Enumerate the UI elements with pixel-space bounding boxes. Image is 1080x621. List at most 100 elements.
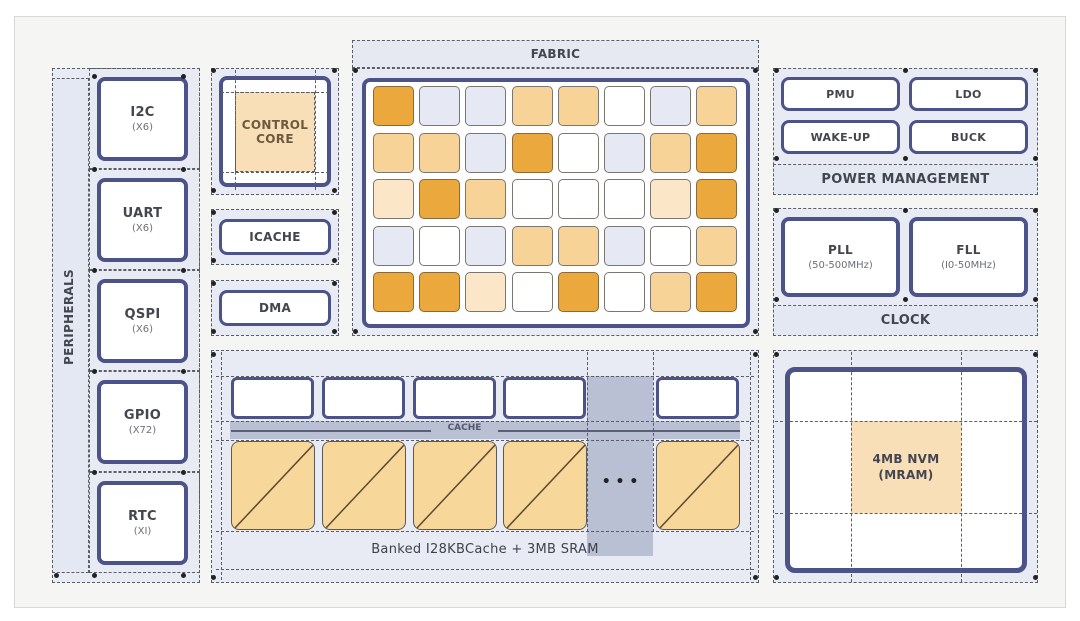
fabric-cell [604,225,645,266]
corner-dot [332,210,337,215]
clock-block-name: FLL [956,243,981,257]
corner-dot [181,573,186,578]
guide-line [221,352,222,580]
clock-block-pll: PLL(50-500MHz) [781,217,900,297]
power-block-label: LDO [955,87,982,101]
corner-dot [92,74,97,79]
fabric-cell [696,86,738,126]
power-block-pmu: PMU [781,77,900,111]
fabric-cell [511,272,553,312]
fabric-cell [465,179,507,219]
corner-dot [332,188,337,193]
peripheral-count: (XI) [133,526,152,537]
fabric-cell [696,132,738,173]
corner-dot [54,573,59,578]
bank-diagonal-icon [658,443,739,529]
guide-line [315,70,316,190]
control-core-label-2: CORE [256,132,294,146]
peripheral-cell-frame [89,371,200,472]
guide-line [221,172,329,173]
corner-dot [774,575,779,580]
peripheral-block-uart: UART(X6) [97,178,188,262]
fabric-cell [557,179,599,219]
cache-bus-line-left [231,430,431,432]
cache-bus-line-right [498,430,740,432]
corner-dot [211,329,216,334]
guide-line [750,352,751,580]
guide-line [587,352,588,532]
peripheral-name: GPIO [123,408,162,423]
nvm-label-1: 4MB NVM [872,452,940,466]
fabric-cell [511,179,553,219]
fabric-cell [511,86,553,126]
corner-dot [181,74,186,79]
peripheral-block-qspi: QSPI(X6) [97,279,188,363]
peripheral-cell-frame [89,472,200,573]
peripherals-title: PERIPHERALS [62,269,76,365]
clock-block-name: PLL [828,243,853,257]
corner-dot [211,210,216,215]
corner-dot [92,268,97,273]
fabric-cell [604,179,645,219]
corner-dot [753,68,758,73]
power-block-ldo: LDO [909,77,1028,111]
corner-dot [1033,575,1038,580]
corner-dot [774,352,779,357]
nvm-label-2: (MRAM) [878,468,934,482]
cache-block [322,377,405,419]
fabric-cell [696,179,738,219]
corner-dot [753,352,758,357]
corner-dot [903,156,908,161]
fabric-cell [696,272,738,312]
guide-line [216,421,754,422]
dma-label: DMA [258,301,292,315]
power-block-label: PMU [826,87,855,101]
fabric-cell [557,225,599,266]
fabric-cell [604,132,645,173]
peripheral-cell-frame [89,169,200,270]
fabric-cell [604,272,645,312]
fabric-cell [465,272,507,312]
corner-dot [753,329,758,334]
fabric-cell [373,86,414,126]
peripheral-count: (X6) [131,223,153,234]
guide-line [775,513,1037,514]
cache-label: CACHE [447,423,482,433]
fabric-cell [650,272,692,312]
corner-dot [181,470,186,475]
sram-bank [503,441,587,530]
sram-bank [231,441,315,530]
control-core-die: CONTROL CORE [235,92,315,172]
clock-block-fll: FLL(I0-50MHz) [909,217,1028,297]
bank-diagonal-icon [415,443,496,529]
guide-line [216,531,754,532]
sram-bank [656,441,740,530]
nvm-die: 4MB NVM (MRAM) [851,421,961,513]
corner-dot [211,575,216,580]
peripheral-block-i2c: I2C(X6) [97,77,188,161]
fabric-cell [419,86,461,126]
corner-dot [1033,297,1038,302]
corner-dot [903,297,908,302]
guide-line [216,440,754,441]
corner-dot [353,329,358,334]
corner-dot [332,281,337,286]
peripheral-name: I2C [130,105,155,120]
corner-dot [92,167,97,172]
memory-caption-strip: Banked I28KBCache + 3MB SRAM [216,532,754,566]
fabric-cell [511,132,553,173]
fabric-cell [373,132,414,173]
guide-line [216,376,754,377]
corner-dot [211,352,216,357]
peripheral-cell-frame [89,68,200,169]
corner-dot [92,573,97,578]
icache-label: ICACHE [249,230,301,244]
corner-dot [211,188,216,193]
guide-line [216,569,754,570]
fabric-cell [419,225,461,266]
fabric-header: FABRIC [352,40,759,68]
corner-dot [181,167,186,172]
power-block-label: WAKE-UP [810,130,871,144]
corner-dot [1033,352,1038,357]
bank-diagonal-icon [505,443,586,529]
